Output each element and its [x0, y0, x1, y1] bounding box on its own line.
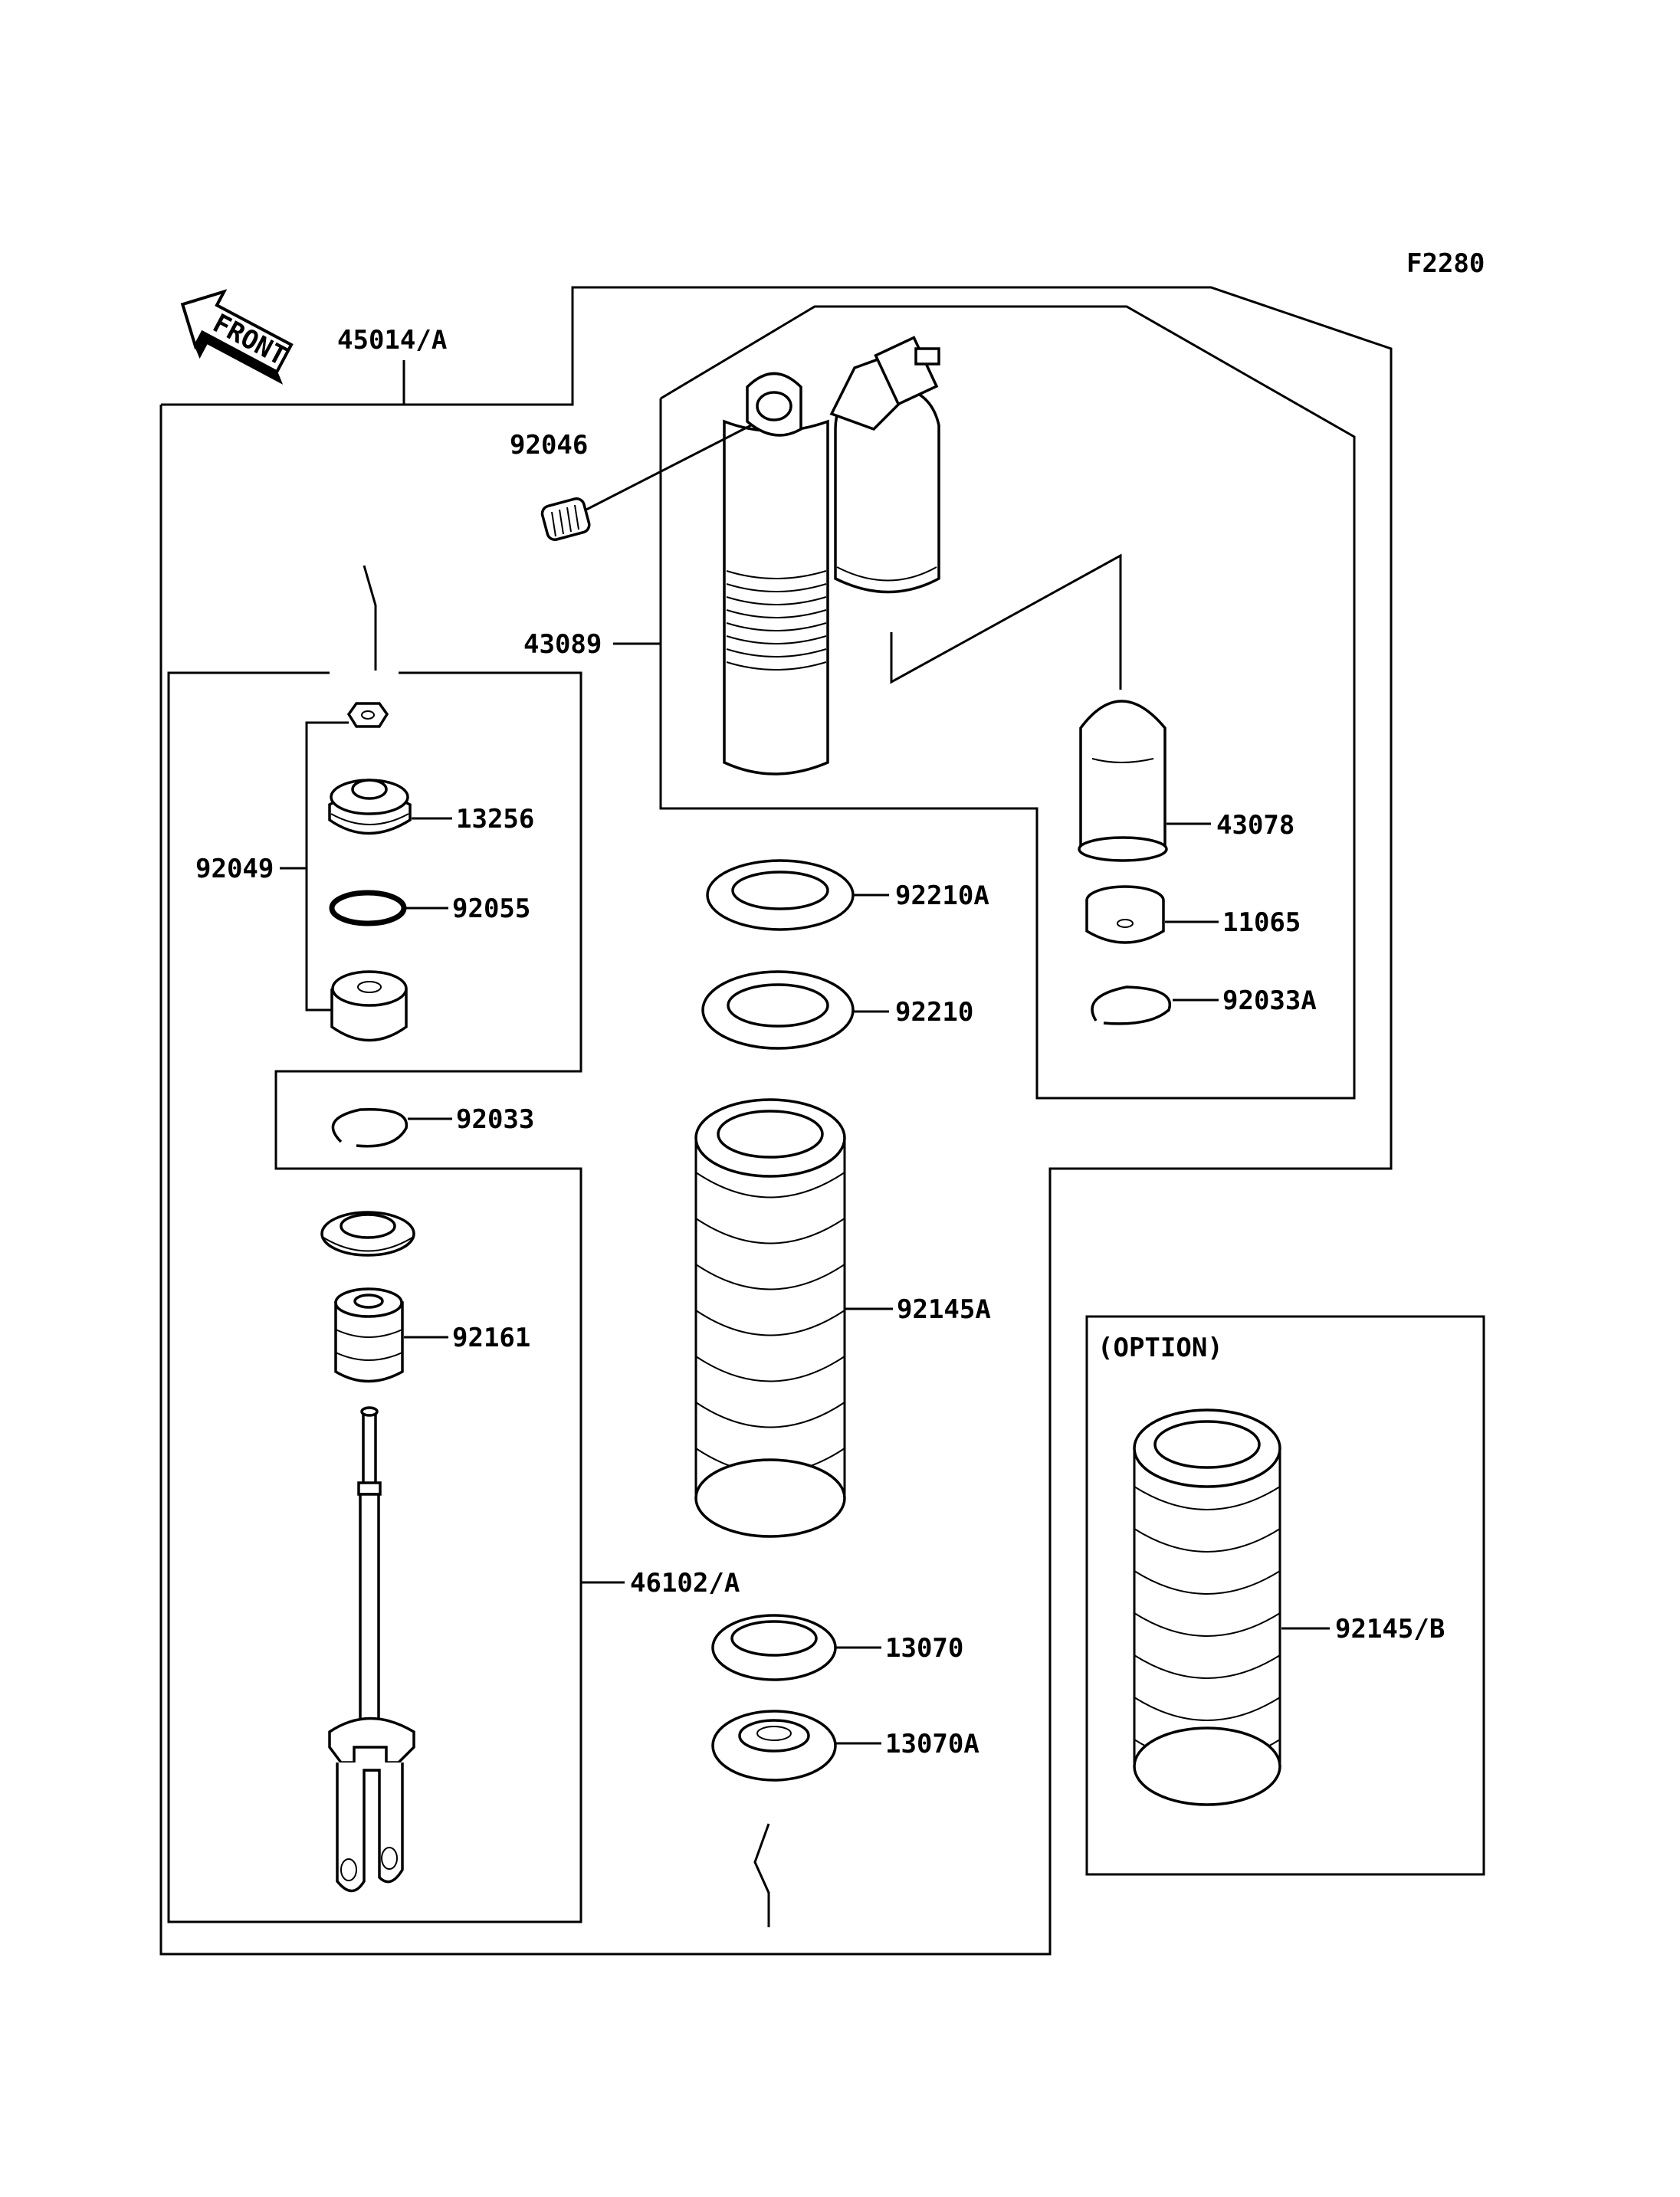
assembly-outline-45014a — [159, 286, 1393, 1956]
callout-13256: 13256 — [456, 804, 534, 835]
callout-43078: 43078 — [1216, 810, 1294, 841]
cap-11065 — [1085, 885, 1165, 944]
callout-92145a: 92145A — [897, 1294, 991, 1325]
bushing-92046 — [540, 497, 591, 541]
callout-92210: 92210 — [895, 997, 973, 1028]
front-arrow-icon: FRONT — [180, 289, 294, 385]
figure-code: F2280 — [1406, 248, 1485, 279]
option-label: (OPTION) — [1098, 1333, 1223, 1363]
callout-45014a: 45014/A — [337, 325, 447, 356]
callout-13070: 13070 — [885, 1633, 963, 1664]
valve-13256 — [328, 779, 412, 835]
shock-body-43089 — [723, 336, 940, 776]
spring-92145b — [1133, 1408, 1281, 1806]
seat-13070 — [711, 1614, 837, 1681]
damper-rod — [328, 1406, 415, 1893]
leader-92046 — [586, 424, 752, 511]
assembly-outline-46102a — [167, 671, 582, 1923]
callout-92033a: 92033A — [1222, 985, 1317, 1016]
connection-line-top — [363, 565, 377, 671]
seat-13070a — [711, 1710, 837, 1782]
callout-46102a: 46102/A — [630, 1568, 740, 1599]
leader-reservoir — [890, 553, 1122, 690]
option-box — [1085, 1315, 1485, 1876]
callout-92049: 92049 — [195, 854, 274, 884]
callout-11065: 11065 — [1222, 907, 1301, 938]
callout-92055: 92055 — [452, 894, 530, 924]
valve-lower — [330, 970, 408, 1042]
assembly-outline-43089 — [659, 305, 1356, 1100]
oring-92055 — [329, 890, 407, 926]
callout-13070a: 13070A — [885, 1729, 979, 1759]
cap-seal — [320, 1211, 415, 1257]
bumper-92161 — [334, 1287, 404, 1383]
connection-line-bottom — [753, 1823, 770, 1927]
callout-92145b: 92145/B — [1335, 1614, 1445, 1644]
callout-92046: 92046 — [510, 430, 588, 461]
nut-92210 — [701, 970, 855, 1050]
nut-small — [346, 702, 389, 728]
reservoir-cap-43078 — [1078, 700, 1168, 862]
nut-92210a — [706, 859, 855, 931]
circlip-92033 — [331, 1107, 409, 1148]
callout-92033: 92033 — [456, 1104, 534, 1135]
bracket-92049 — [305, 721, 349, 1012]
callout-92210a: 92210A — [895, 880, 989, 911]
callout-92161: 92161 — [452, 1323, 530, 1353]
circlip-92033a — [1091, 985, 1171, 1025]
spring-92145a — [694, 1098, 846, 1538]
callout-43089: 43089 — [523, 629, 602, 660]
